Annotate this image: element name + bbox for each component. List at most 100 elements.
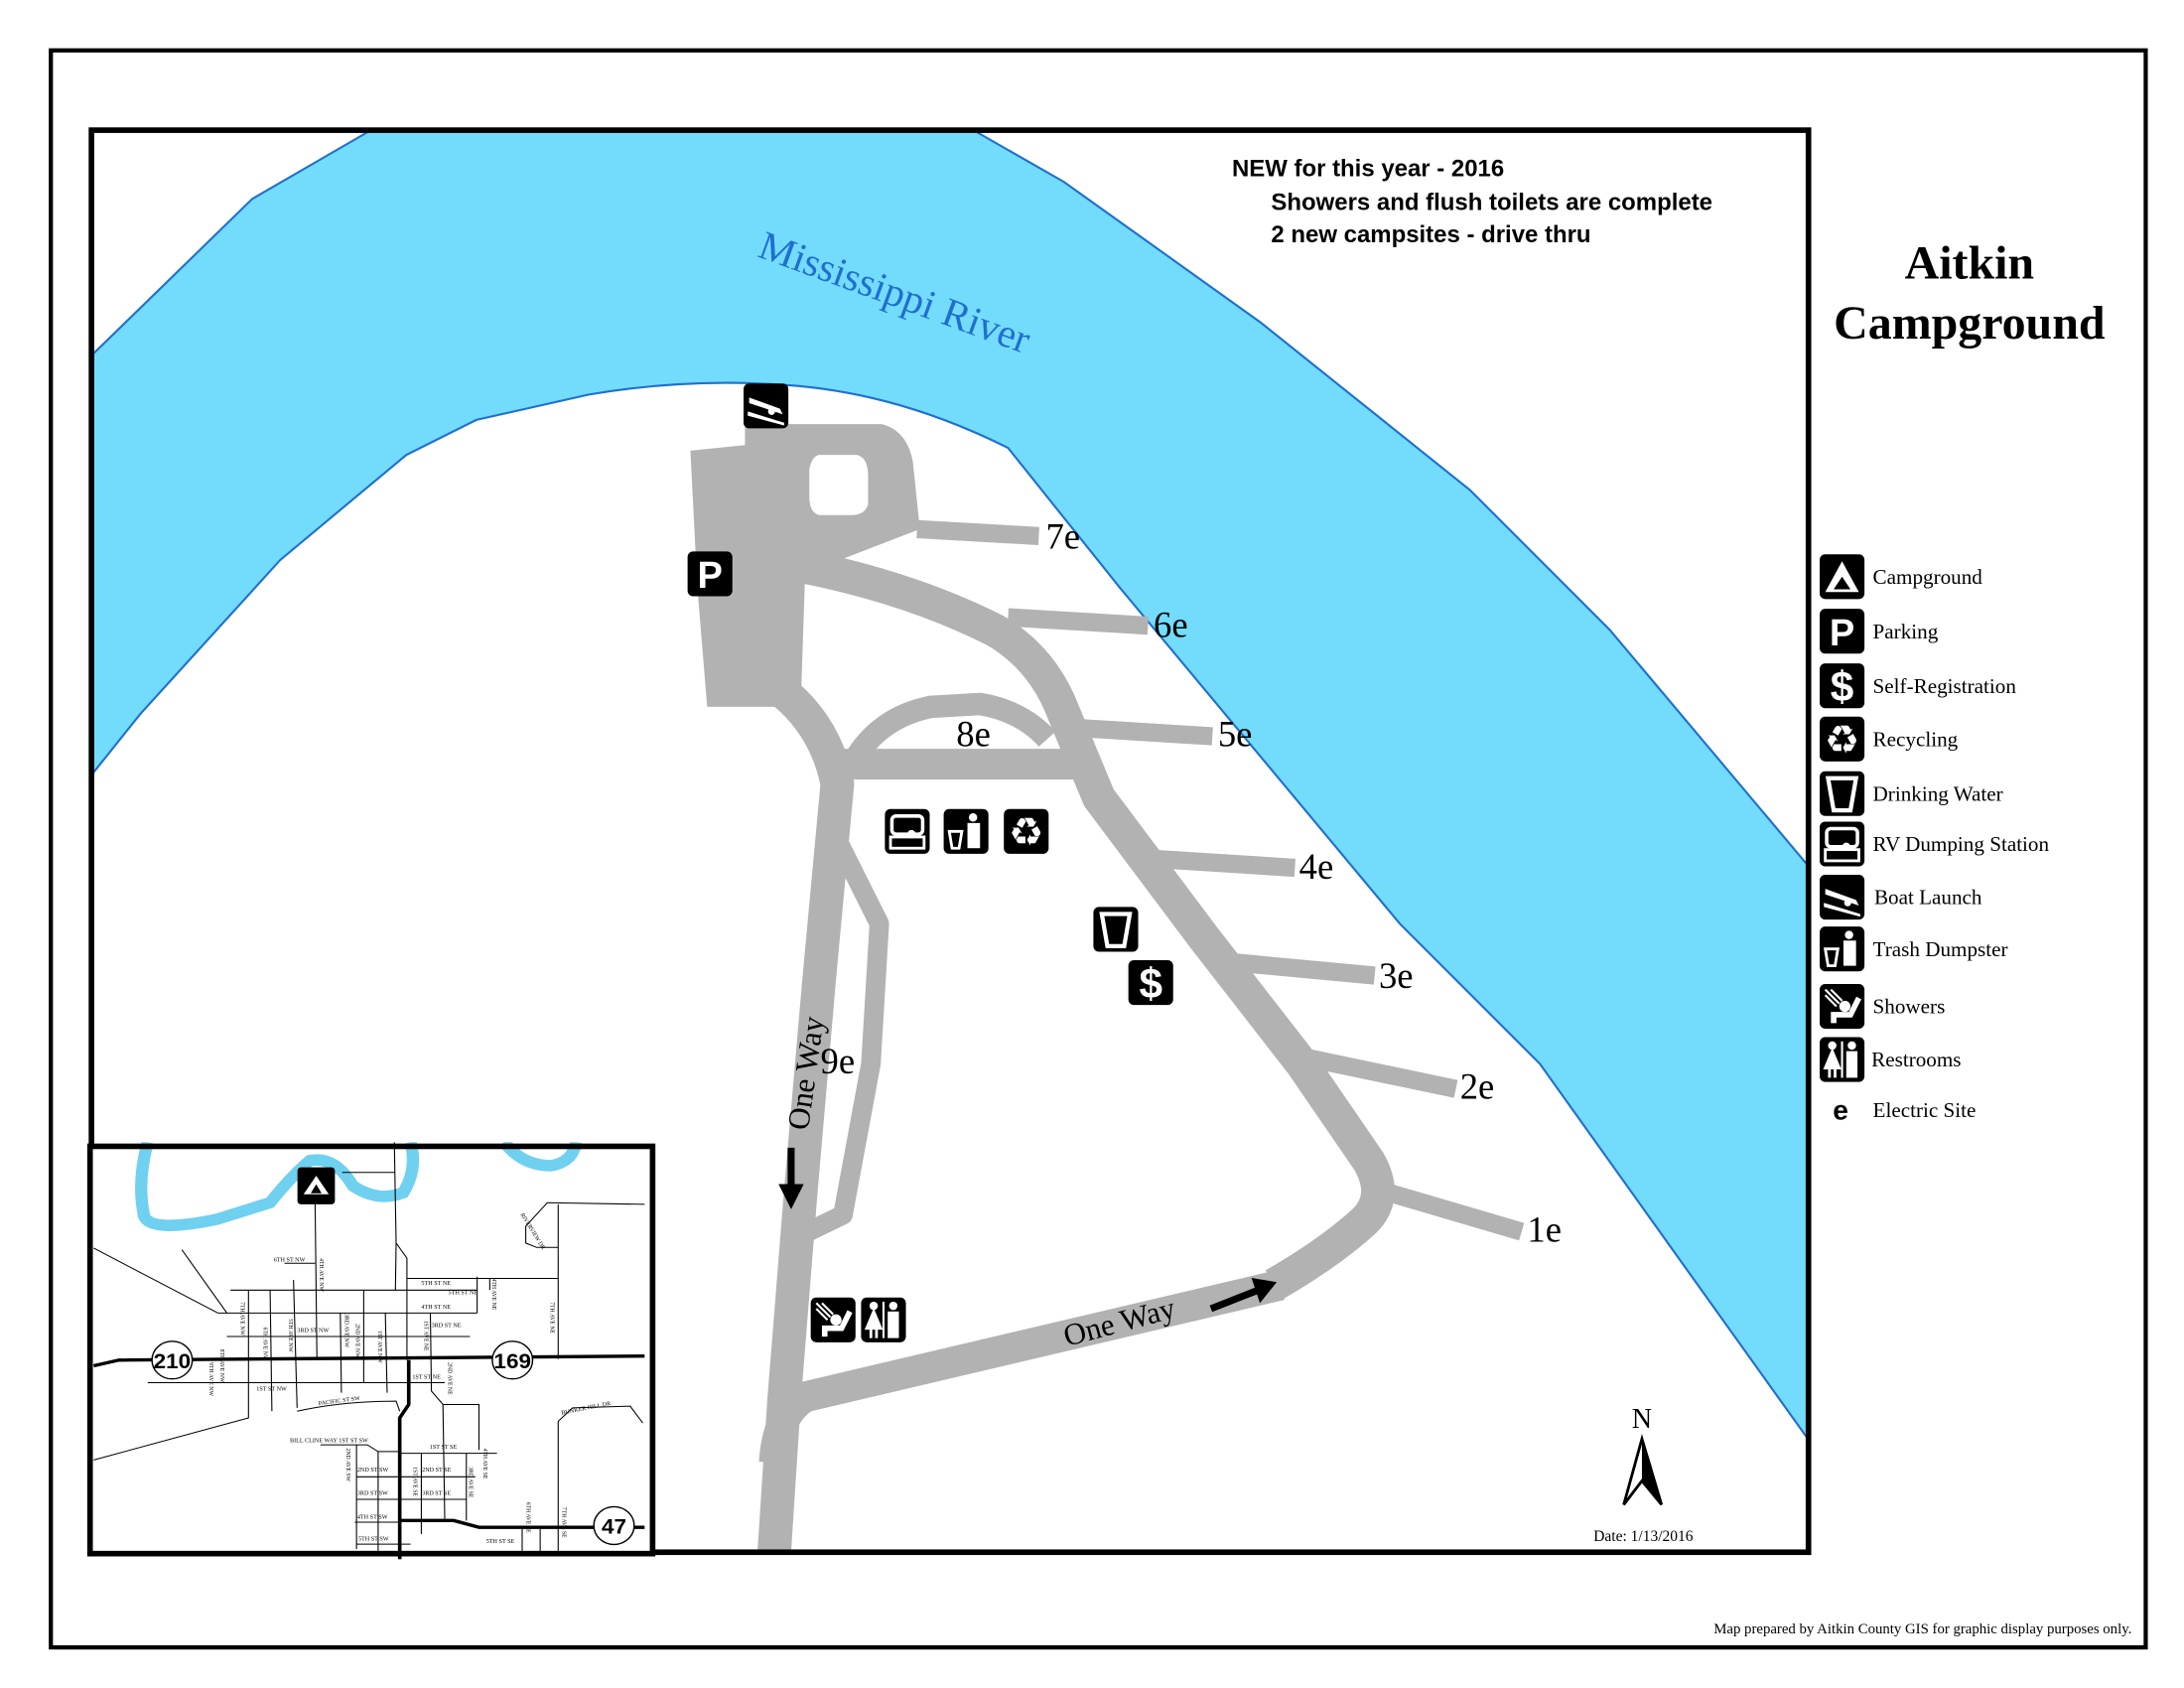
- drinking-water-icon[interactable]: [1093, 907, 1139, 952]
- svg-text:1ST AVE NE: 1ST AVE NE: [422, 1321, 428, 1351]
- shower-icon[interactable]: [810, 1297, 856, 1342]
- svg-text:BILL CLINE WAY 1ST ST SW: BILL CLINE WAY 1ST ST SW: [290, 1439, 368, 1445]
- svg-text:1ST AVE SE: 1ST AVE SE: [411, 1467, 417, 1496]
- main-map: Mississippi River 7e 6e 8e 5e 4e 3e: [88, 127, 1812, 1556]
- svg-text:♻: ♻: [1009, 810, 1043, 854]
- svg-text:3RD ST NW: 3RD ST NW: [297, 1329, 329, 1335]
- svg-text:3RD ST NE: 3RD ST NE: [432, 1324, 462, 1330]
- svg-text:169: 169: [493, 1349, 531, 1373]
- svg-text:5TH ST SE: 5TH ST SE: [486, 1539, 515, 1545]
- svg-text:Showers: Showers: [1873, 995, 1946, 1019]
- svg-text:4TH AVE SE: 4TH AVE SE: [481, 1449, 487, 1479]
- legend-item-drinking-water: Drinking Water: [1820, 771, 2003, 816]
- svg-text:2ND AVE NW: 2ND AVE NW: [353, 1324, 359, 1358]
- svg-text:4TH ST SW: 4TH ST SW: [357, 1515, 388, 1521]
- inset-locator-map: 210 169 47 6TH ST NW 4TH AVE NW 5TH ST N…: [86, 1142, 656, 1560]
- legend-item-trash: Trash Dumpster: [1820, 926, 2008, 972]
- svg-text:6TH AVE NW: 6TH AVE NW: [261, 1328, 267, 1361]
- page-title-line1: Aitkin: [1905, 237, 2034, 290]
- svg-text:Boat Launch: Boat Launch: [1874, 886, 1982, 910]
- svg-text:8TH AVE NW: 8TH AVE NW: [218, 1349, 224, 1383]
- svg-text:Drinking Water: Drinking Water: [1873, 781, 2003, 805]
- svg-text:2ND AVE SW: 2ND AVE SW: [344, 1449, 350, 1482]
- svg-text:3RD AVE NW: 3RD AVE NW: [342, 1314, 348, 1347]
- svg-text:5TH AVE NW: 5TH AVE NW: [287, 1319, 293, 1352]
- legend-item-campground: Campground: [1820, 554, 1983, 600]
- svg-text:Restrooms: Restrooms: [1871, 1048, 1961, 1071]
- svg-text:1ST ST NW: 1ST ST NW: [256, 1386, 287, 1392]
- legend-item-showers: Showers: [1820, 983, 1946, 1030]
- svg-text:210: 210: [154, 1349, 192, 1373]
- svg-text:Electric Site: Electric Site: [1873, 1098, 1977, 1122]
- svg-text:1ST ST SE: 1ST ST SE: [430, 1445, 458, 1451]
- map-date: Date: 1/13/2016: [1593, 1528, 1694, 1545]
- legend-item-electric-site: e Electric Site: [1833, 1094, 1976, 1126]
- restroom-icon[interactable]: [861, 1297, 906, 1342]
- svg-text:Parking: Parking: [1873, 620, 1939, 643]
- svg-text:5TH ST NE: 5TH ST NE: [421, 1281, 451, 1287]
- svg-text:4TH AVE NW: 4TH AVE NW: [318, 1258, 324, 1292]
- svg-text:Recycling: Recycling: [1873, 727, 1959, 751]
- campground-roads: [690, 424, 1525, 1552]
- site-label-8e: 8e: [956, 713, 991, 754]
- svg-text:1ST AVE NW: 1ST AVE NW: [376, 1331, 382, 1363]
- svg-text:P: P: [697, 555, 722, 597]
- svg-text:2ND ST SW: 2ND ST SW: [357, 1468, 389, 1474]
- site-label-7e: 7e: [1045, 516, 1080, 557]
- svg-text:5TH ST SW: 5TH ST SW: [358, 1537, 389, 1543]
- arrow-head: [1251, 1277, 1278, 1304]
- boat-launch-icon[interactable]: [744, 383, 789, 429]
- one-way-label-south: One Way: [1059, 1290, 1178, 1353]
- north-label: N: [1632, 1404, 1652, 1435]
- legend-item-self-registration: $ Self-Registration: [1820, 663, 2016, 710]
- site-label-2e: 2e: [1460, 1066, 1495, 1107]
- svg-text:47: 47: [602, 1514, 626, 1538]
- site-label-9e: 9e: [821, 1041, 856, 1081]
- svg-text:4TH AVE NE: 4TH AVE NE: [490, 1278, 496, 1310]
- highway-47-shield: 47: [593, 1505, 635, 1546]
- one-way-arrow-east: [1209, 1287, 1259, 1313]
- svg-text:3RD AVE SE: 3RD AVE SE: [467, 1467, 473, 1498]
- site-label-5e: 5e: [1218, 713, 1253, 754]
- notice-campsites: 2 new campsites - drive thru: [1271, 221, 1590, 248]
- svg-text:1ST ST NE: 1ST ST NE: [412, 1375, 441, 1381]
- site-label-3e: 3e: [1379, 955, 1414, 996]
- highway-210-shield: 210: [151, 1340, 194, 1380]
- site-label-1e: 1e: [1527, 1208, 1562, 1249]
- legend-item-restrooms: Restrooms: [1820, 1037, 1962, 1082]
- mississippi-river: [91, 130, 1809, 1442]
- svg-text:6TH AVE SE: 6TH AVE SE: [524, 1502, 530, 1533]
- svg-text:7TH AVE SE: 7TH AVE SE: [561, 1507, 567, 1538]
- legend-item-parking: P Parking: [1820, 609, 1939, 654]
- notice-heading: NEW for this year - 2016: [1232, 156, 1504, 183]
- dollar-icon[interactable]: $: [1128, 959, 1173, 1007]
- site-label-6e: 6e: [1154, 604, 1188, 644]
- svg-text:$: $: [1831, 663, 1854, 710]
- recycling-icon[interactable]: ♻: [1004, 808, 1049, 855]
- page-title-line2: Campground: [1834, 297, 2106, 350]
- rv-dump-icon[interactable]: [885, 808, 930, 854]
- svg-text:3RD ST SE: 3RD ST SE: [422, 1490, 451, 1496]
- arrow-head: [778, 1184, 804, 1209]
- inset-campground-icon: [297, 1167, 336, 1204]
- highway-169-shield: 169: [491, 1340, 534, 1380]
- parking-icon[interactable]: P: [687, 551, 733, 597]
- svg-text:6TH ST NW: 6TH ST NW: [274, 1258, 306, 1264]
- legend: Campground P Parking $ Self-Registration ♻…: [1820, 554, 2050, 1126]
- svg-text:7TH AVE NE: 7TH AVE NE: [548, 1302, 554, 1334]
- svg-text:Self-Registration: Self-Registration: [1873, 674, 2017, 698]
- svg-text:Campground: Campground: [1873, 565, 1983, 589]
- legend-item-rv-dumping: RV Dumping Station: [1820, 821, 2050, 867]
- svg-text:Trash Dumpster: Trash Dumpster: [1873, 937, 2008, 961]
- trash-icon[interactable]: [943, 808, 989, 854]
- svg-text:e: e: [1833, 1094, 1848, 1126]
- legend-item-recycling: ♻Recycling: [1820, 716, 1959, 762]
- svg-text:$: $: [1139, 960, 1162, 1007]
- svg-text:P: P: [1830, 613, 1854, 654]
- svg-text:9TH AVE NW: 9TH AVE NW: [207, 1362, 213, 1396]
- svg-text:2ND ST SE: 2ND ST SE: [422, 1468, 452, 1474]
- notice-showers: Showers and flush toilets are complete: [1271, 189, 1712, 215]
- svg-text:7TH AVE NW: 7TH AVE NW: [238, 1302, 244, 1336]
- site-label-4e: 4e: [1299, 846, 1334, 887]
